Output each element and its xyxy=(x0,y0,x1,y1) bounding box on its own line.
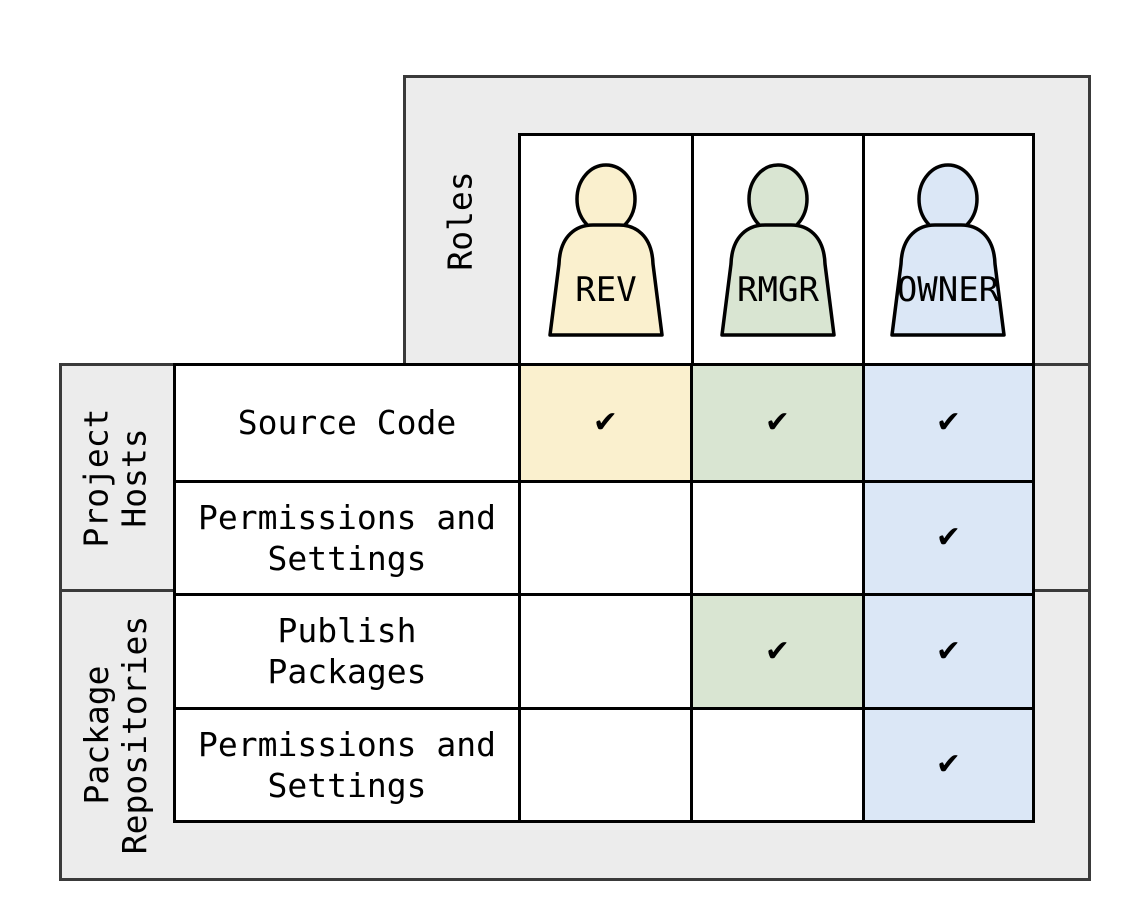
check-cell-rev: ✔ xyxy=(518,366,690,480)
check-cell-rmgr: ✔ xyxy=(690,366,862,480)
check-mark-icon: ✔ xyxy=(592,405,619,441)
check-cell-owner: ✔ xyxy=(862,593,1032,707)
role-header-cell-rev: REV xyxy=(521,136,692,363)
check-cell-rmgr xyxy=(690,706,862,820)
role-label: REV xyxy=(575,270,636,310)
check-cell-rev xyxy=(518,479,690,593)
check-mark-icon: ✔ xyxy=(764,633,791,669)
check-mark-icon: ✔ xyxy=(764,405,791,441)
check-mark-icon: ✔ xyxy=(935,633,962,669)
check-mark-icon: ✔ xyxy=(935,520,962,556)
role-header-row: REV RMGR OWNER xyxy=(518,133,1035,366)
check-mark-icon: ✔ xyxy=(935,747,962,783)
check-cell-owner: ✔ xyxy=(862,706,1032,820)
role-label: RMGR xyxy=(737,270,819,310)
check-cell-rmgr: ✔ xyxy=(690,593,862,707)
person-icon: RMGR xyxy=(720,162,836,337)
check-cell-rev xyxy=(518,593,690,707)
row-label: Source Code xyxy=(176,366,518,480)
person-icon: REV xyxy=(548,162,664,337)
check-cell-owner: ✔ xyxy=(862,366,1032,480)
check-mark-icon: ✔ xyxy=(935,405,962,441)
check-cell-rmgr xyxy=(690,479,862,593)
person-icon: OWNER xyxy=(890,162,1007,337)
role-label: OWNER xyxy=(897,270,1000,310)
check-cell-owner: ✔ xyxy=(862,479,1032,593)
check-cell-rev xyxy=(518,706,690,820)
role-header-cell-rmgr: RMGR xyxy=(691,136,862,363)
role-header-cell-owner: OWNER xyxy=(861,136,1032,363)
